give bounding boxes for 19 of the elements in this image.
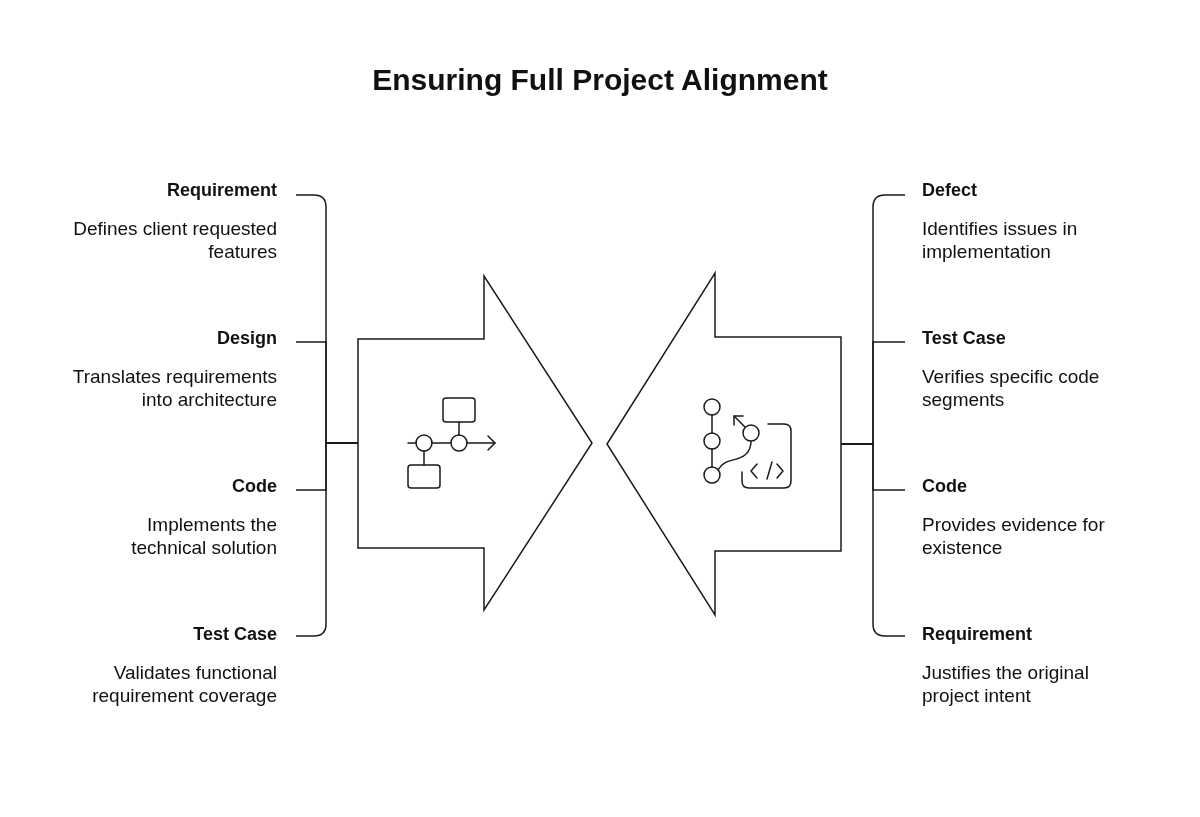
item-heading: Test Case [922,328,1006,348]
item-heading: Code [922,476,967,496]
item-description: Validates functional requirement coverage [92,662,277,706]
item-heading: Requirement [166,180,277,200]
item-description: Defines client requested features [73,218,277,262]
item-heading: Requirement [922,624,1033,644]
item-description: Identifies issues in implementation [922,218,1078,262]
item-heading: Design [217,328,277,348]
item-description: Implements the technical solution [131,514,277,558]
item-heading: Defect [922,180,978,200]
bracket-connector [295,442,359,637]
item-heading: Test Case [193,624,277,644]
diagram-title: Ensuring Full Project Alignment [372,63,828,96]
item-description: Provides evidence for existence [922,514,1105,558]
item-heading: Code [232,476,277,496]
item-description: Verifies specific code segments [922,366,1100,410]
item-description: Translates requirements into architecture [72,366,277,410]
bracket-connector [840,443,906,637]
item-description: Justifies the original project intent [922,662,1089,706]
